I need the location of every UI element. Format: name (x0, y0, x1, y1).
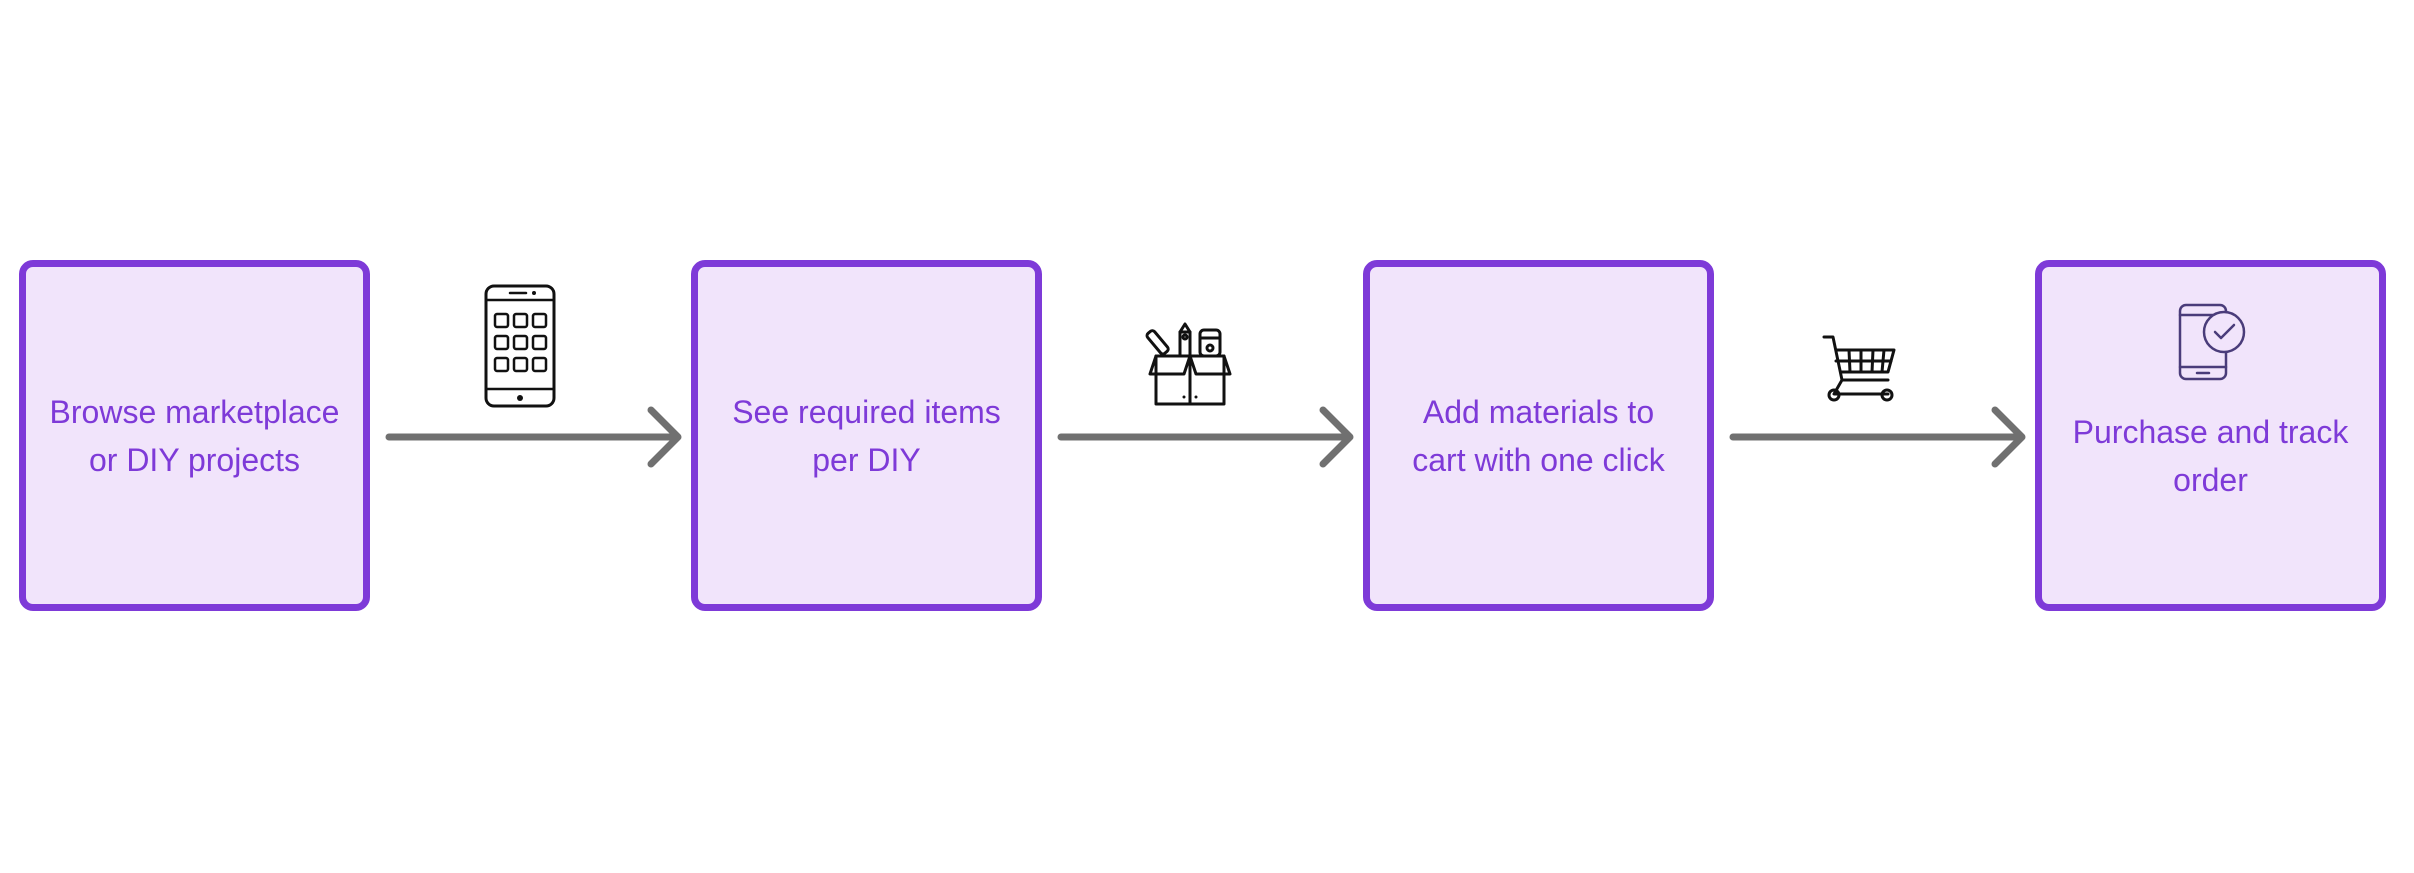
step-add-to-cart-box: Add materials to cart with one click (1363, 260, 1714, 611)
step-purchase-box: Purchase and track order (2035, 260, 2386, 611)
shopping-cart-icon (1822, 335, 1896, 402)
smartphone-apps-icon (484, 284, 556, 408)
flow-arrow-2 (1057, 406, 1354, 468)
phone-checkmark-icon (2178, 303, 2246, 381)
tools-box-icon (1145, 322, 1232, 406)
step-required-items-label: See required items per DIY (732, 393, 1001, 478)
step-purchase-label: Purchase and track order (2072, 413, 2349, 498)
step-add-to-cart-label: Add materials to cart with one click (1412, 393, 1665, 478)
step-browse-label: Browse marketplace or DIY projects (49, 393, 340, 478)
step-browse-box: Browse marketplace or DIY projects (19, 260, 370, 611)
flow-arrow-1 (385, 406, 682, 468)
flow-arrow-3 (1729, 406, 2026, 468)
step-required-items-box: See required items per DIY (691, 260, 1042, 611)
